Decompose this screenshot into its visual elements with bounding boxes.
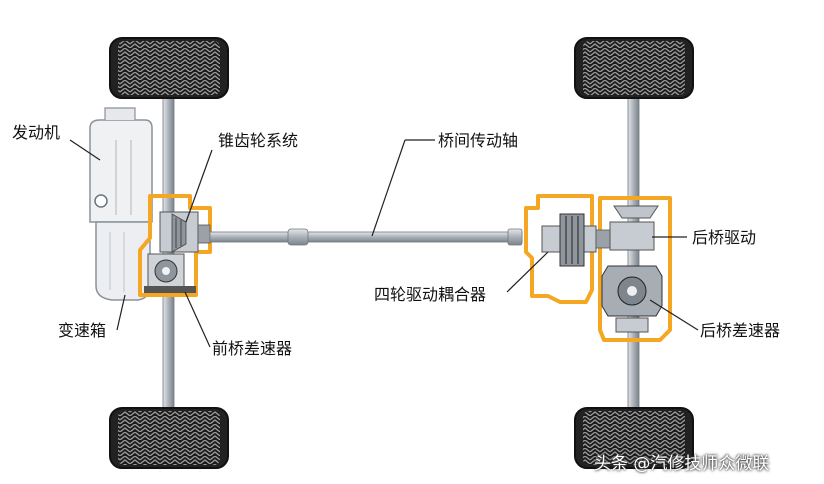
- wheel-icon: [109, 37, 229, 99]
- label-front-diff: 前桥差速器: [212, 339, 293, 358]
- coupling-highlight-outline: [524, 194, 594, 304]
- label-awd-coupling: 四轮驱动耦合器: [374, 285, 487, 304]
- gear-icon: [159, 211, 211, 253]
- label-rear-drive: 后桥驱动: [692, 228, 757, 247]
- label-bevel-gear: 锥齿轮系统: [218, 131, 299, 150]
- watermark: 头条 @汽修技师众微联: [594, 454, 770, 474]
- gear-icon: [601, 205, 663, 333]
- rear-axle: [627, 94, 640, 416]
- gear-icon: [144, 253, 196, 293]
- wheel-icon: [574, 407, 694, 469]
- rear-highlight-outline: [598, 196, 672, 342]
- wheel-icon: [574, 37, 694, 99]
- prop-shaft: [209, 231, 523, 243]
- wheel-icon: [109, 407, 229, 469]
- label-prop-shaft: 桥间传动轴: [438, 131, 519, 150]
- gear-icon: [541, 213, 611, 267]
- label-rear-diff: 后桥差速器: [700, 321, 781, 340]
- engine-icon: [89, 107, 153, 301]
- leader-lines: [69, 139, 699, 348]
- label-gearbox: 变速箱: [58, 321, 107, 340]
- label-engine: 发动机: [12, 123, 61, 142]
- prop-shaft-joint: [507, 228, 523, 246]
- prop-shaft-joint: [287, 228, 309, 246]
